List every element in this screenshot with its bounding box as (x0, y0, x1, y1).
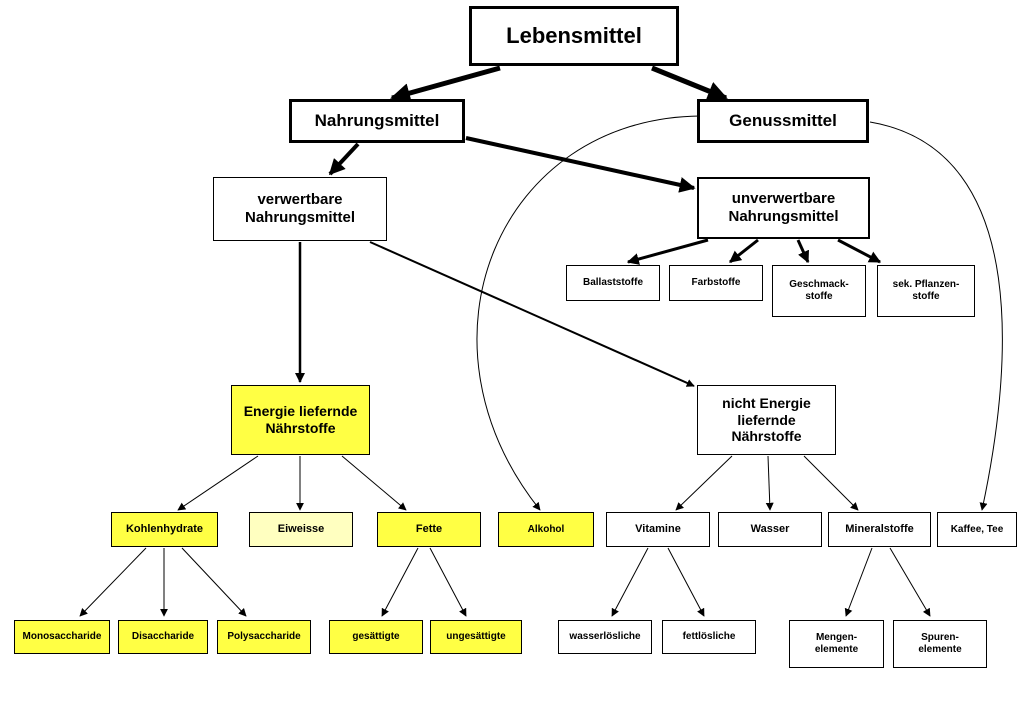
node-mengenelemente-label: Mengen- elemente (814, 632, 859, 655)
edge-unverwertbare-farbstoffe (729, 238, 759, 264)
node-disaccharide-label: Disaccharide (131, 631, 195, 642)
node-wasserloesliche-label: wasserlösliche (569, 631, 641, 642)
node-verwertbare-label: verwertbare Nahrungsmittel (244, 191, 355, 226)
node-kaffee-tee-label: Kaffee, Tee (950, 523, 1004, 535)
node-ballaststoffe-label: Ballaststoffe (582, 277, 643, 288)
node-verwertbare: verwertbare Nahrungsmittel (213, 177, 387, 241)
edge-genussmittel-kaffee (869, 121, 1003, 511)
edge-nahrungsmittel-verwertbare (328, 142, 360, 176)
edge-nicht-energie-wasser (765, 455, 774, 511)
node-eiweisse-label: Eiweisse (277, 522, 325, 535)
node-fette-label: Fette (415, 522, 443, 535)
node-ungesaettigte: ungesättigte (430, 620, 522, 654)
node-kohlenhydrate: Kohlenhydrate (111, 512, 218, 547)
edge-unverwertbare-pflanzenstoffe (837, 238, 882, 264)
node-geschmackstoffe-label: Geschmack- stoffe (789, 279, 849, 302)
node-geschmackstoffe: Geschmack- stoffe (772, 265, 866, 317)
node-nicht-energie-label: nicht Energie liefernde Nährstoffe (722, 394, 811, 445)
node-ballaststoffe: Ballaststoffe (566, 265, 660, 301)
edge-lebensmittel-genussmittel (651, 65, 728, 101)
node-gesaettigte: gesättigte (329, 620, 423, 654)
edge-mineralstoffe-mengenelemente (844, 547, 873, 617)
node-vitamine: Vitamine (606, 512, 710, 547)
node-kaffee-tee: Kaffee, Tee (937, 512, 1017, 547)
edge-kohlenhydrate-monosaccharide (79, 547, 147, 617)
edge-nicht-energie-vitamine (675, 455, 733, 511)
edge-energie-kohlenhydrate (177, 455, 259, 511)
node-nicht-energie: nicht Energie liefernde Nährstoffe (697, 385, 836, 455)
edge-lebensmittel-nahrungsmittel (390, 65, 501, 103)
node-polysaccharide-label: Polysaccharide (227, 631, 301, 642)
node-wasser-label: Wasser (750, 522, 790, 535)
node-nahrungsmittel-label: Nahrungsmittel (314, 110, 440, 130)
node-gesaettigte-label: gesättigte (352, 631, 400, 642)
node-wasser: Wasser (718, 512, 822, 547)
edge-vitamine-wasserloesliche (611, 547, 649, 617)
edge-verwertbare-nicht-energie (369, 241, 695, 387)
node-mengenelemente: Mengen- elemente (789, 620, 884, 668)
node-wasserloesliche: wasserlösliche (558, 620, 652, 654)
node-mineralstoffe: Mineralstoffe (828, 512, 931, 547)
node-ungesaettigte-label: ungesättigte (446, 631, 506, 642)
node-vitamine-label: Vitamine (635, 522, 681, 535)
node-lebensmittel: Lebensmittel (469, 6, 679, 66)
node-spurenelemente-label: Spuren- elemente (918, 632, 962, 655)
node-lebensmittel-label: Lebensmittel (506, 22, 642, 48)
node-pflanzenstoffe-label: sek. Pflanzen- stoffe (892, 279, 960, 302)
node-polysaccharide: Polysaccharide (217, 620, 311, 654)
node-unverwertbare-label: unverwertbare Nahrungsmittel (728, 190, 839, 225)
edge-vitamine-fettloesliche (667, 547, 705, 617)
node-alkohol: Alkohol (498, 512, 594, 547)
edge-energie-fette (341, 455, 407, 511)
node-energie: Energie liefernde Nährstoffe (231, 385, 370, 455)
node-unverwertbare: unverwertbare Nahrungsmittel (697, 177, 870, 239)
node-genussmittel-label: Genussmittel (729, 110, 837, 130)
node-farbstoffe-label: Farbstoffe (691, 277, 741, 288)
node-monosaccharide: Monosaccharide (14, 620, 110, 654)
node-farbstoffe: Farbstoffe (669, 265, 763, 301)
node-disaccharide: Disaccharide (118, 620, 208, 654)
node-nahrungsmittel: Nahrungsmittel (289, 99, 465, 143)
node-monosaccharide-label: Monosaccharide (22, 631, 102, 642)
edge-nahrungsmittel-unverwertbare (465, 136, 696, 193)
node-pflanzenstoffe: sek. Pflanzen- stoffe (877, 265, 975, 317)
edge-fette-gesaettigte (381, 547, 419, 617)
node-mineralstoffe-label: Mineralstoffe (845, 522, 914, 535)
node-eiweisse: Eiweisse (249, 512, 353, 547)
node-kohlenhydrate-label: Kohlenhydrate (125, 522, 203, 535)
node-alkohol-label: Alkohol (527, 523, 565, 535)
node-fettloesliche: fettlösliche (662, 620, 756, 654)
edge-kohlenhydrate-polysaccharide (181, 547, 247, 617)
node-fette: Fette (377, 512, 481, 547)
edge-unverwertbare-ballaststoffe (626, 238, 709, 265)
node-spurenelemente: Spuren- elemente (893, 620, 987, 668)
node-energie-label: Energie liefernde Nährstoffe (243, 403, 358, 436)
edge-mineralstoffe-spurenelemente (889, 547, 931, 617)
edge-fette-ungesaettigte (429, 547, 467, 617)
edge-unverwertbare-geschmackstoffe (796, 239, 810, 264)
node-fettloesliche-label: fettlösliche (682, 631, 736, 642)
edge-nicht-energie-mineralstoffe (803, 455, 859, 511)
edge-genussmittel-alkohol (476, 115, 701, 511)
node-genussmittel: Genussmittel (697, 99, 869, 143)
